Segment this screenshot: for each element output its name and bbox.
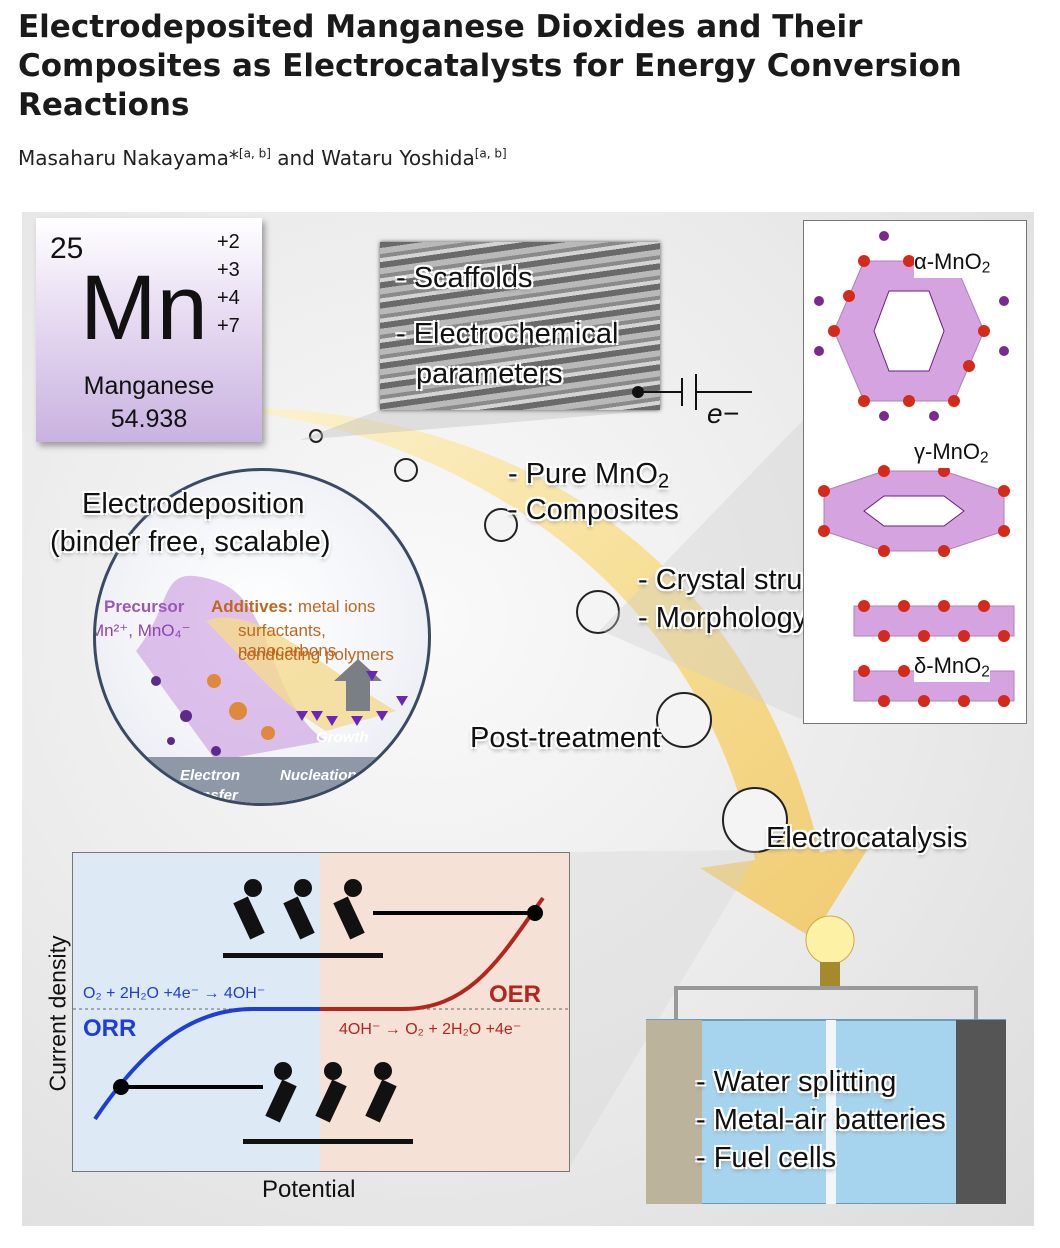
oxidation-state: +4: [217, 287, 240, 309]
additives-label: Additives: metal ions: [211, 597, 376, 616]
polarization-curves: [73, 879, 569, 1144]
pure-mno2-label: - Pure MnO2: [508, 458, 670, 493]
author-line: Masaharu Nakayama*[a, b] and Wataru Yosh…: [18, 146, 507, 170]
oer-region: [320, 853, 569, 1171]
oxidation-state: +2: [217, 231, 240, 253]
alpha-mno2-label: α-MnO2: [914, 249, 991, 278]
precursor-label: Precursor: [104, 597, 185, 616]
post-treatment-label: Post-treatment: [470, 722, 661, 754]
author-1: Masaharu Nakayama*: [18, 146, 239, 170]
author-conjunction: and: [270, 146, 322, 170]
oer-label: OER: [489, 981, 542, 1008]
tug-of-war-figures-top: [223, 879, 383, 958]
scaffolds-label: - Scaffolds: [396, 262, 533, 294]
electrochemical-label: - Electrochemical: [396, 318, 619, 350]
additives-list-2: surfactants, nanocarbons: [238, 621, 337, 660]
nucleation-label: Nucleation: [280, 767, 357, 784]
affiliation-2: [a, b]: [474, 146, 507, 161]
growth-label: Growth: [316, 729, 369, 746]
application-item: - Water splitting: [696, 1066, 897, 1098]
electron-transfer-label-2: transfer: [182, 787, 238, 804]
electrodeposition-title: Electrodeposition: [82, 488, 305, 520]
element-name-mass: Manganese 54.938: [36, 370, 262, 436]
additives-list-3: conducting polymers: [238, 645, 394, 664]
morphology-label: - Morphology: [638, 602, 808, 634]
application-item: - Fuel cells: [696, 1142, 837, 1174]
crystal-structures-box: α-MnO2 γ-MnO2 δ-MnO2: [803, 220, 1027, 724]
electrodeposition-circle: Precursor Mn²⁺, MnO₄⁻ Additives: metal i…: [93, 468, 431, 806]
affiliation-1: [a, b]: [238, 146, 271, 161]
electrodeposition-subtitle: (binder free, scalable): [50, 526, 331, 558]
element-symbol: Mn: [80, 257, 208, 359]
electron-label: e−: [707, 398, 739, 429]
oxidation-state: +3: [217, 259, 240, 281]
gamma-mno2-structure: [818, 465, 1010, 557]
sem-image: [380, 242, 660, 410]
orr-oer-plot: O₂ + 2H₂O +4e⁻ → 4OH⁻ ORR OER 4OH⁻ → O₂ …: [72, 852, 570, 1172]
crystal-structure-diagrams: [814, 231, 1015, 707]
oxidation-states: +2 +3 +4 +7: [217, 228, 240, 340]
electron-transfer-label: Electron: [180, 767, 241, 784]
deposition-illustration: [96, 575, 428, 803]
composites-label: - Composites: [508, 494, 679, 526]
parameters-label: parameters: [416, 358, 563, 390]
orr-label: ORR: [83, 1015, 137, 1042]
delta-mno2-label: δ-MnO2: [914, 653, 990, 682]
manganese-element-tile: 25 Mn +2 +3 +4 +7 Manganese 54.938: [36, 218, 262, 442]
oer-equation: 4OH⁻ → O₂ + 2H₂O +4e⁻: [339, 1021, 522, 1038]
gamma-mno2-label: γ-MnO2: [914, 439, 989, 468]
application-item: - Metal-air batteries: [696, 1104, 946, 1136]
alpha-mno2-structure: [814, 231, 1009, 421]
atomic-number: 25: [50, 232, 84, 265]
element-name: Manganese: [83, 372, 215, 400]
electrochemical-cell: [646, 986, 1006, 1204]
author-2: Wataru Yoshida: [321, 146, 475, 170]
x-axis-label: Potential: [262, 1176, 356, 1203]
y-axis-label: Current density: [44, 935, 71, 1092]
precursor-ions: Mn²⁺, MnO₄⁻: [93, 621, 191, 640]
atomic-mass: 54.938: [110, 405, 188, 433]
electrocatalysis-label: Electrocatalysis: [766, 822, 968, 854]
paper-title: Electrodeposited Manganese Dioxides and …: [18, 9, 962, 123]
power-source-icon: [632, 374, 752, 410]
orr-equation: O₂ + 2H₂O +4e⁻ → 4OH⁻: [83, 985, 266, 1002]
oxidation-state: +7: [217, 315, 240, 337]
tug-of-war-figures-bottom: [243, 1062, 413, 1144]
light-bulb-icon: [805, 915, 855, 986]
